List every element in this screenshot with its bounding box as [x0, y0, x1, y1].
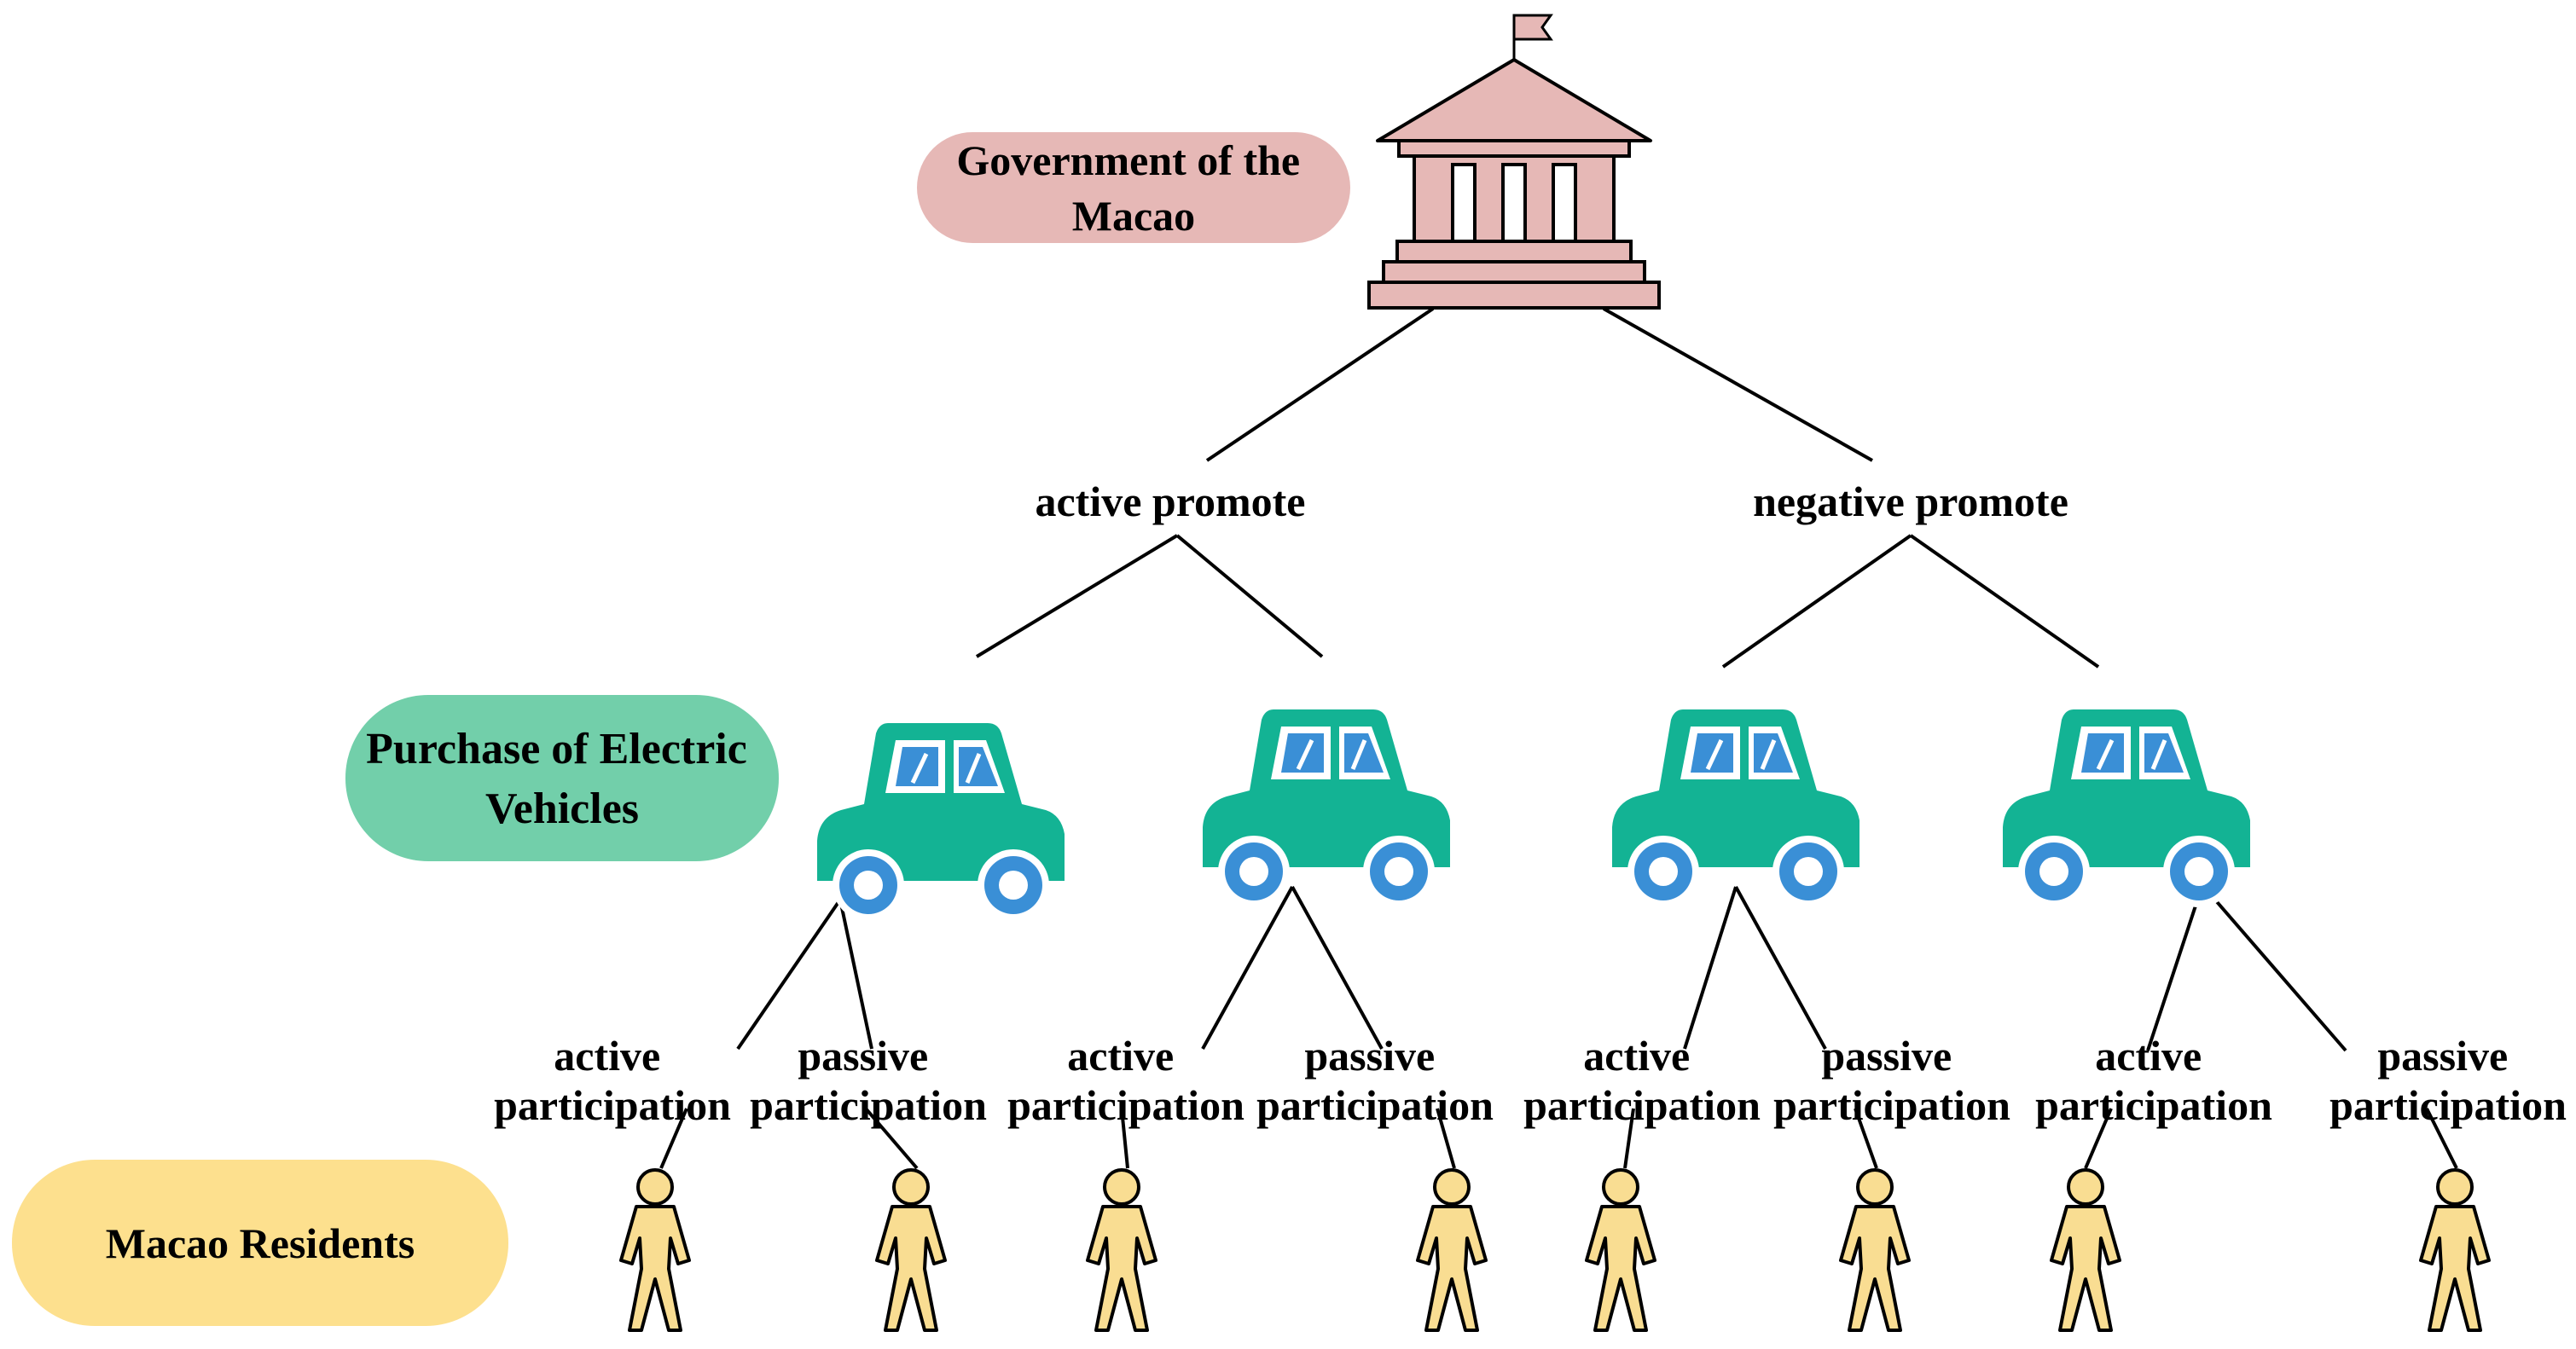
person-icon [1086, 1168, 1157, 1332]
participation-label-passive: passive participation [1256, 1032, 1494, 1129]
person-icon [1416, 1168, 1488, 1332]
electric-car-icon [2003, 709, 2250, 907]
svg-text:Purchase of Electric Veh: Purchase of Electric Vehicles [366, 725, 758, 833]
residents-label: Macao Residents [12, 1160, 508, 1326]
person-icon [1585, 1168, 1656, 1332]
ev-label: Purchase of Electric Vehicles [345, 695, 779, 861]
person-icon [2419, 1168, 2491, 1332]
strategy-negative-promote: negative promote [1753, 478, 2068, 525]
participation-label-active: active participation [2035, 1032, 2272, 1129]
government-label-line-2: Macao [1072, 192, 1195, 240]
participation-label-passive: passive participation [1773, 1032, 2010, 1129]
participation-label-active: active participation [1007, 1032, 1244, 1129]
government-label-line-1: Government of the [956, 136, 1300, 184]
connector-lines [659, 307, 2458, 1170]
participation-label-active: active participation [494, 1032, 731, 1129]
person-icon [875, 1168, 947, 1332]
person-icon [619, 1168, 691, 1332]
person-icon [2050, 1168, 2121, 1332]
participation-labels: active participation passive participati… [494, 1032, 2567, 1129]
government-building-icon [1367, 14, 1661, 310]
participation-label-active: active participation [1523, 1032, 1761, 1129]
participation-label-passive: passive participation [750, 1032, 987, 1129]
strategy-active-promote: active promote [1035, 478, 1305, 525]
ev-label-line-2: Vehicles [485, 785, 639, 833]
electric-car-icon [817, 723, 1065, 921]
electric-car-icon [1612, 709, 1859, 907]
electric-car-icon [1203, 709, 1450, 907]
person-icon [1839, 1168, 1911, 1332]
participation-label-passive: passive participation [2329, 1032, 2567, 1129]
svg-text:Government of the Macao: Government of the Macao [956, 136, 1310, 240]
government-label: Government of the Macao [917, 132, 1350, 243]
ev-label-line-1: Purchase of Electric [366, 725, 747, 773]
residents-label-line-1: Macao Residents [106, 1219, 415, 1267]
svg-text:Macao Residents: Macao Residents [106, 1219, 415, 1267]
